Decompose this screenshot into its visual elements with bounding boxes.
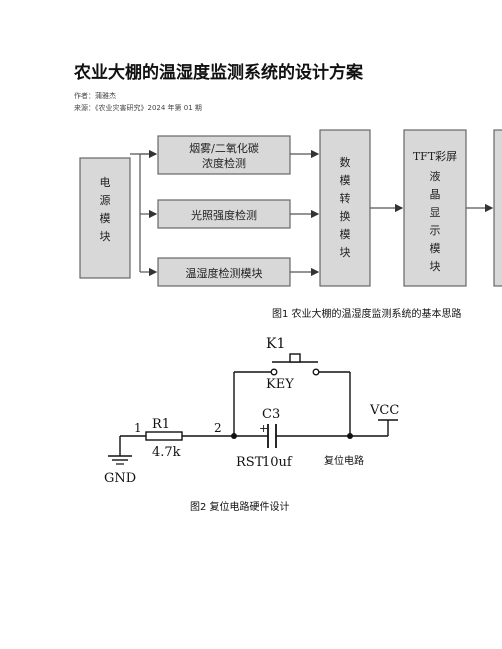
- tft-display-block: TFT彩屏 液 晶 显 示 模 块: [403, 129, 467, 287]
- adc-char-0: 数: [340, 156, 351, 169]
- label-plus: +: [259, 422, 268, 435]
- tft-title: TFT彩屏: [413, 150, 457, 163]
- tft-char-0: 液: [430, 169, 441, 183]
- smoke-co2-block: 烟雾/二氧化碳 浓度检测: [157, 135, 291, 175]
- power-char-2: 模: [100, 212, 111, 225]
- adc-char-1: 模: [340, 174, 351, 187]
- article-title: 农业大棚的温湿度监测系统的设计方案: [74, 63, 363, 83]
- adc-char-5: 块: [340, 246, 351, 259]
- power-module-block: 电 源 模 块: [79, 157, 131, 279]
- resistor-r1: [145, 431, 183, 441]
- figure1-caption: 图1 农业大棚的温湿度监测系统的基本思路: [272, 309, 462, 320]
- adc-module-block: 数 模 转 换 模 块: [319, 129, 371, 287]
- article-author: 作者：蒲雅杰: [74, 92, 116, 100]
- cropped-block: [493, 129, 502, 287]
- temp-humidity-label: 温湿度检测模块: [186, 266, 263, 280]
- label-c3-value: 10uf: [262, 455, 293, 470]
- label-c3: C3: [262, 407, 280, 422]
- junction-left: [231, 433, 237, 439]
- tft-char-5: 块: [430, 260, 441, 273]
- tft-char-3: 示: [430, 224, 441, 237]
- block-diagram: 电 源 模 块 烟雾/二氧化碳 浓度检测 光照强度检测 温湿度检测模块 数 模 …: [74, 124, 502, 296]
- label-gnd: GND: [104, 471, 136, 486]
- switch-button: [289, 353, 301, 363]
- switch-contact-right: [312, 368, 320, 376]
- light-intensity-label: 光照强度检测: [191, 208, 257, 222]
- switch-contact-left: [270, 368, 278, 376]
- light-intensity-block: 光照强度检测: [157, 199, 291, 229]
- article-source: 来源：《农业灾害研究》2024 年第 01 期: [74, 104, 202, 112]
- power-char-3: 块: [100, 230, 111, 243]
- tft-char-1: 晶: [430, 188, 441, 201]
- label-vcc: VCC: [369, 403, 399, 418]
- adc-char-2: 转: [340, 191, 351, 205]
- smoke-co2-line2: 浓度检测: [202, 156, 246, 170]
- label-r1: R1: [152, 417, 170, 432]
- figure2-caption: 图2 复位电路硬件设计: [190, 502, 290, 513]
- tft-char-2: 显: [430, 206, 441, 219]
- label-node2: 2: [214, 421, 222, 435]
- reset-circuit-diagram: K1 KEY GND 1 R1 4.7k 2 C3 + RST 10uf VCC…: [104, 336, 399, 486]
- label-node1: 1: [134, 421, 142, 435]
- tft-char-4: 模: [430, 242, 441, 255]
- label-circuit-name: 复位电路: [324, 454, 364, 467]
- label-key: KEY: [266, 377, 294, 392]
- adc-char-3: 换: [340, 209, 351, 223]
- power-char-1: 源: [100, 193, 111, 207]
- label-k1: K1: [266, 336, 285, 352]
- smoke-co2-line1: 烟雾/二氧化碳: [189, 141, 259, 155]
- label-rst: RST: [236, 455, 264, 470]
- power-char-0: 电: [100, 176, 111, 189]
- label-r1-value: 4.7k: [152, 445, 181, 460]
- temp-humidity-block: 温湿度检测模块: [157, 257, 291, 287]
- adc-char-4: 模: [340, 228, 351, 241]
